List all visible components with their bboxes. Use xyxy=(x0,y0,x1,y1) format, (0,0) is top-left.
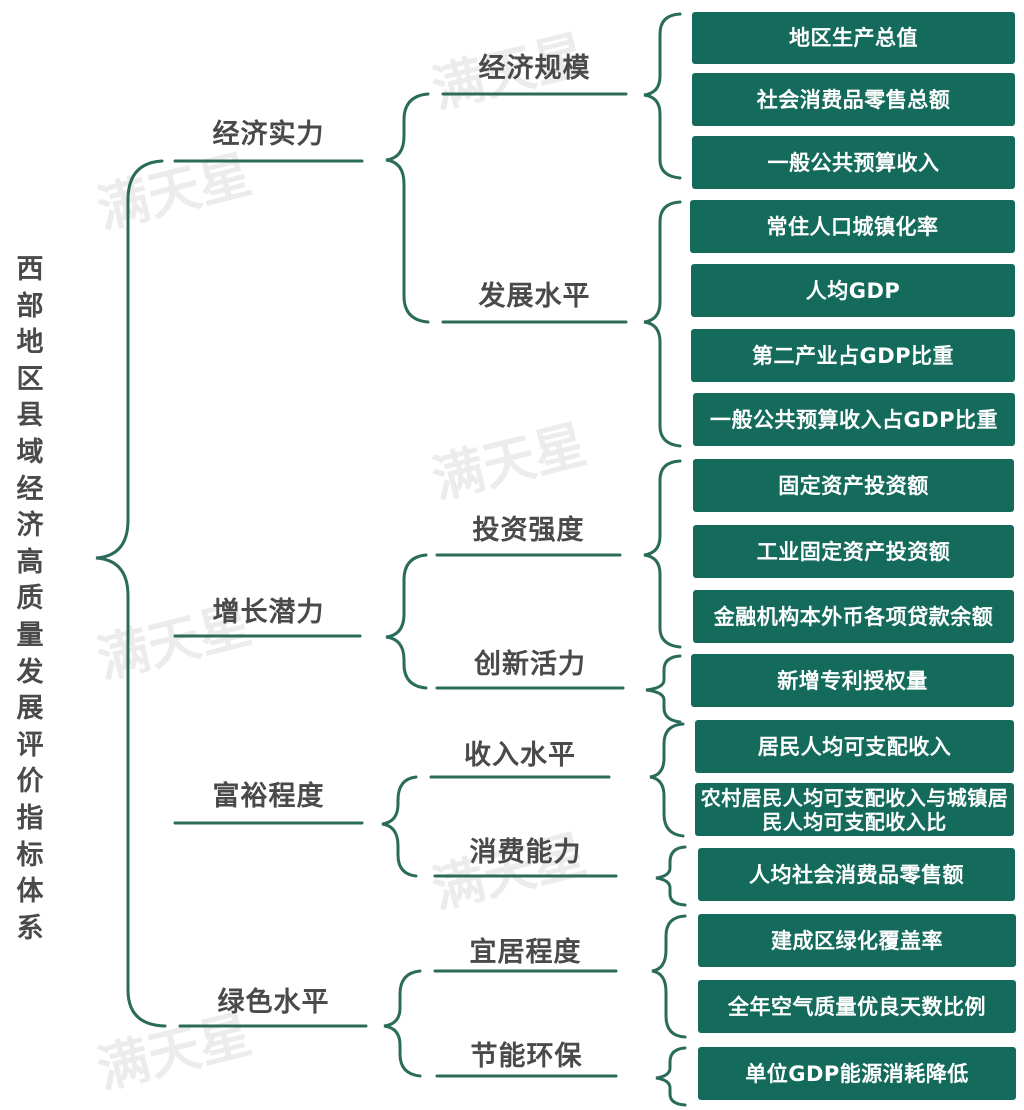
indicator-box: 农村居民人均可支配收入与城镇居民人均可支配收入比 xyxy=(695,783,1014,836)
indicator-box: 单位GDP能源消耗降低 xyxy=(698,1047,1016,1100)
indicator-box: 全年空气质量优良天数比例 xyxy=(698,980,1016,1033)
indicator-box: 一般公共预算收入占GDP比重 xyxy=(693,393,1015,446)
indicator-box: 地区生产总值 xyxy=(692,12,1015,64)
subdimension-label: 发展水平 xyxy=(478,281,591,312)
dimension-label: 绿色水平 xyxy=(217,987,330,1018)
subdimension-label: 节能环保 xyxy=(470,1041,583,1072)
indicator-box: 社会消费品零售总额 xyxy=(692,73,1015,126)
indicator-box: 固定资产投资额 xyxy=(693,459,1014,512)
subdimension-label: 投资强度 xyxy=(472,515,585,546)
indicator-box: 居民人均可支配收入 xyxy=(695,720,1014,773)
indicator-box: 常住人口城镇化率 xyxy=(690,200,1015,253)
dimension-label: 经济实力 xyxy=(212,119,325,150)
subdimension-label: 创新活力 xyxy=(474,649,586,680)
subdimension-label: 宜居程度 xyxy=(469,937,582,968)
indicator-box: 建成区绿化覆盖率 xyxy=(698,914,1016,967)
indicator-box: 人均GDP xyxy=(691,264,1015,317)
indicator-box: 金融机构本外币各项贷款余额 xyxy=(693,590,1014,643)
subdimension-label: 收入水平 xyxy=(464,740,576,771)
indicator-box: 人均社会消费品零售额 xyxy=(698,848,1015,901)
dimension-label: 增长潜力 xyxy=(212,597,325,628)
dimension-label: 富裕程度 xyxy=(212,781,325,812)
indicator-box: 一般公共预算收入 xyxy=(692,136,1015,189)
subdimension-label: 经济规模 xyxy=(478,53,591,84)
subdimension-label: 消费能力 xyxy=(469,837,582,868)
indicator-box: 第二产业占GDP比重 xyxy=(691,329,1015,382)
indicator-box: 工业固定资产投资额 xyxy=(693,525,1014,578)
root-title: 西部地区县域经济高质量发展评价指标体系 xyxy=(16,254,44,944)
indicator-box: 新增专利授权量 xyxy=(691,654,1014,707)
